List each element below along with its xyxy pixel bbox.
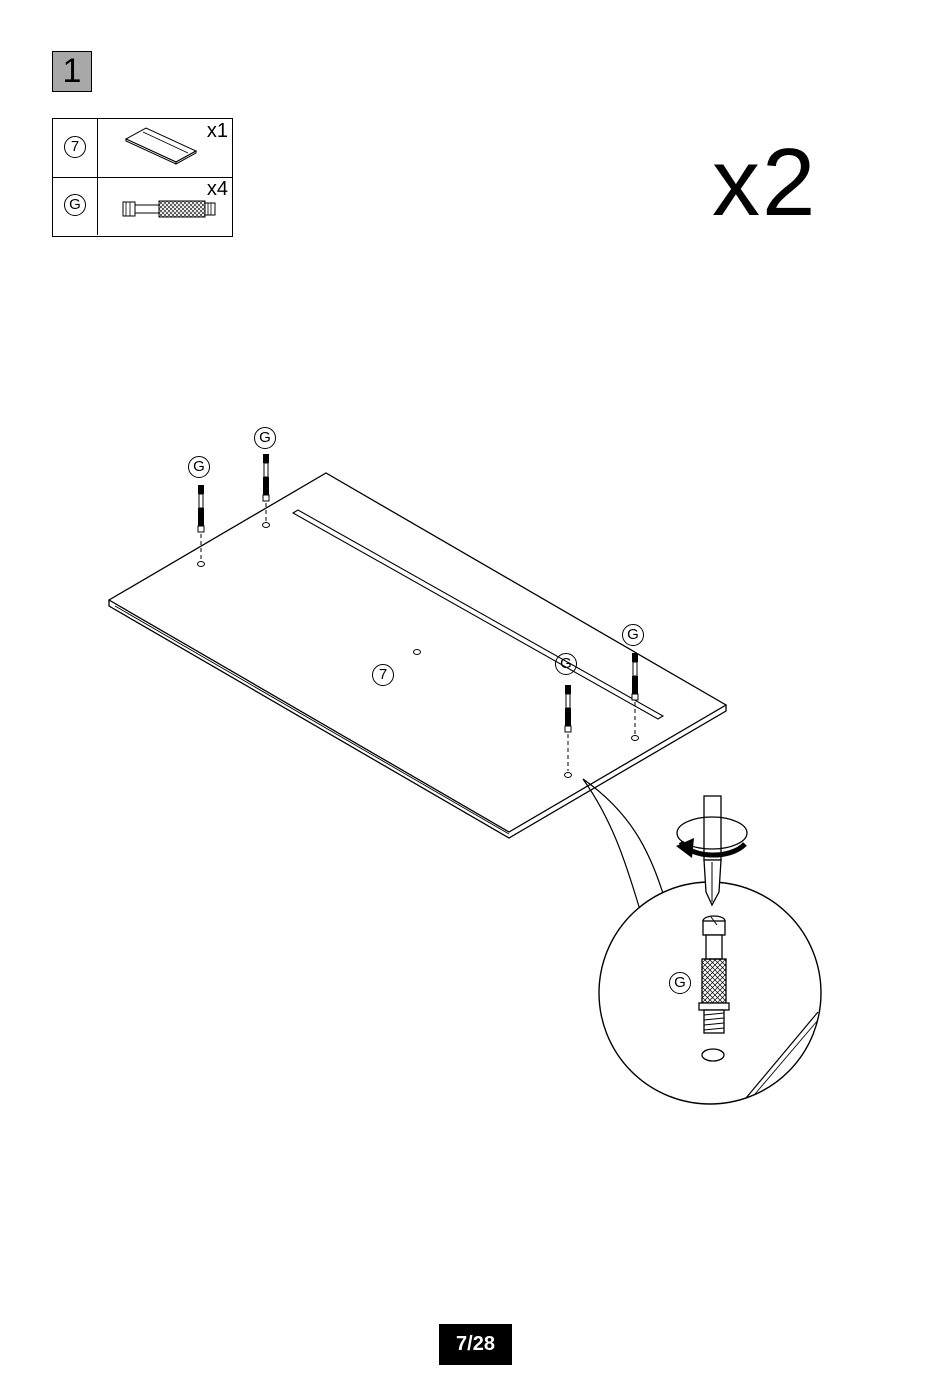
dowel-callout: G — [622, 624, 644, 646]
enlarged-cam-dowel — [699, 916, 729, 1033]
screwdriver-icon — [704, 796, 721, 905]
dowel-callout: G — [188, 456, 210, 478]
page-number: 7/28 — [439, 1324, 512, 1365]
panel-callout: 7 — [372, 664, 394, 686]
detail-dowel-callout: G — [669, 972, 691, 994]
detail-magnifier — [599, 796, 821, 1104]
dowel-callout: G — [555, 653, 577, 675]
dowel-callout: G — [254, 427, 276, 449]
